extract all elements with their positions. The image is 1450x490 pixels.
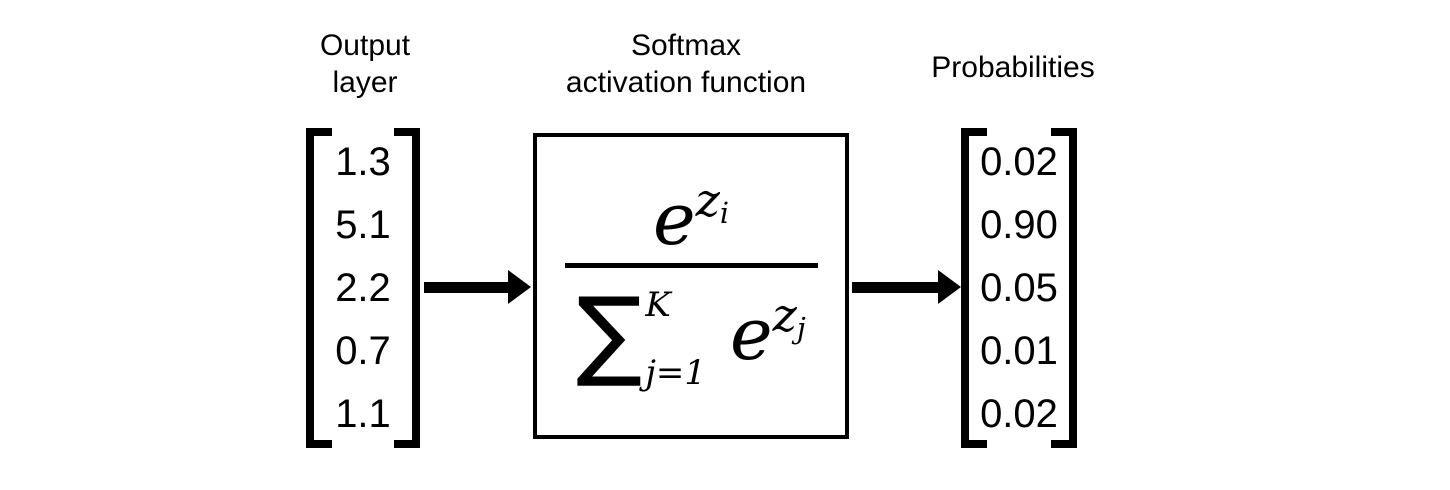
arrow-head-icon — [938, 270, 961, 304]
numerator-sup-base: z — [695, 172, 720, 227]
numerator-sup-subscript: i — [719, 196, 729, 230]
softmax-label: Softmax activation function — [536, 27, 836, 101]
input-vector-value: 5.1 — [335, 202, 391, 247]
softmax-formula: ezi ∑ K j=1 ezj — [564, 177, 818, 390]
arrow-head-icon — [508, 270, 531, 304]
arrow-function-to-output — [852, 270, 961, 304]
output-vector-value: 0.02 — [980, 139, 1058, 184]
output-vector: 0.02 0.90 0.05 0.01 0.02 — [961, 128, 1077, 448]
softmax-label-line2: activation function — [565, 66, 807, 99]
output-vector-left-bracket — [961, 128, 987, 448]
formula-denominator: ∑ K j=1 ezj — [576, 278, 805, 390]
denominator-exponential: ezj — [730, 292, 806, 370]
arrow-shaft — [852, 281, 938, 293]
input-vector-value: 1.3 — [335, 139, 391, 184]
arrow-input-to-function — [424, 270, 531, 304]
fraction-bar — [564, 262, 818, 268]
output-vector-value: 0.02 — [980, 392, 1058, 437]
output-vector-value: 0.05 — [980, 265, 1058, 310]
summation-group: ∑ K j=1 — [576, 278, 706, 390]
probabilities-label-text: Probabilities — [931, 51, 1095, 84]
input-vector-values: 1.3 5.1 2.2 0.7 1.1 — [316, 130, 410, 446]
summation-lower-limit: j=1 — [645, 352, 706, 393]
input-vector-value: 2.2 — [335, 265, 391, 310]
summation-upper-limit: K — [645, 284, 671, 325]
softmax-label-line1: Softmax — [630, 29, 742, 62]
denominator-superscript: zj — [772, 287, 806, 345]
denominator-sup-subscript: j — [796, 311, 806, 345]
output-vector-values: 0.02 0.90 0.05 0.01 0.02 — [971, 130, 1067, 446]
summation-limits: K j=1 — [645, 288, 706, 390]
input-vector: 1.3 5.1 2.2 0.7 1.1 — [306, 128, 420, 448]
output-vector-value: 0.01 — [980, 329, 1058, 374]
output-vector-right-bracket — [1051, 128, 1077, 448]
probabilities-label: Probabilities — [913, 49, 1113, 86]
output-layer-label: Output layer — [280, 27, 450, 101]
output-vector-value: 0.90 — [980, 202, 1058, 247]
input-vector-right-bracket — [394, 128, 420, 448]
numerator-superscript: zi — [695, 172, 729, 230]
denominator-sup-base: z — [772, 287, 797, 342]
input-vector-left-bracket — [306, 128, 332, 448]
arrow-shaft — [424, 281, 508, 293]
numerator-base: e — [653, 176, 696, 261]
output-layer-label-line2: layer — [332, 66, 398, 99]
denominator-base: e — [730, 291, 773, 376]
output-layer-label-line1: Output — [319, 29, 411, 62]
formula-numerator: ezi — [653, 177, 729, 255]
input-vector-value: 1.1 — [335, 392, 391, 437]
softmax-function-box: ezi ∑ K j=1 ezj — [533, 133, 849, 439]
sigma-symbol: ∑ — [576, 276, 643, 391]
input-vector-value: 0.7 — [335, 329, 391, 374]
